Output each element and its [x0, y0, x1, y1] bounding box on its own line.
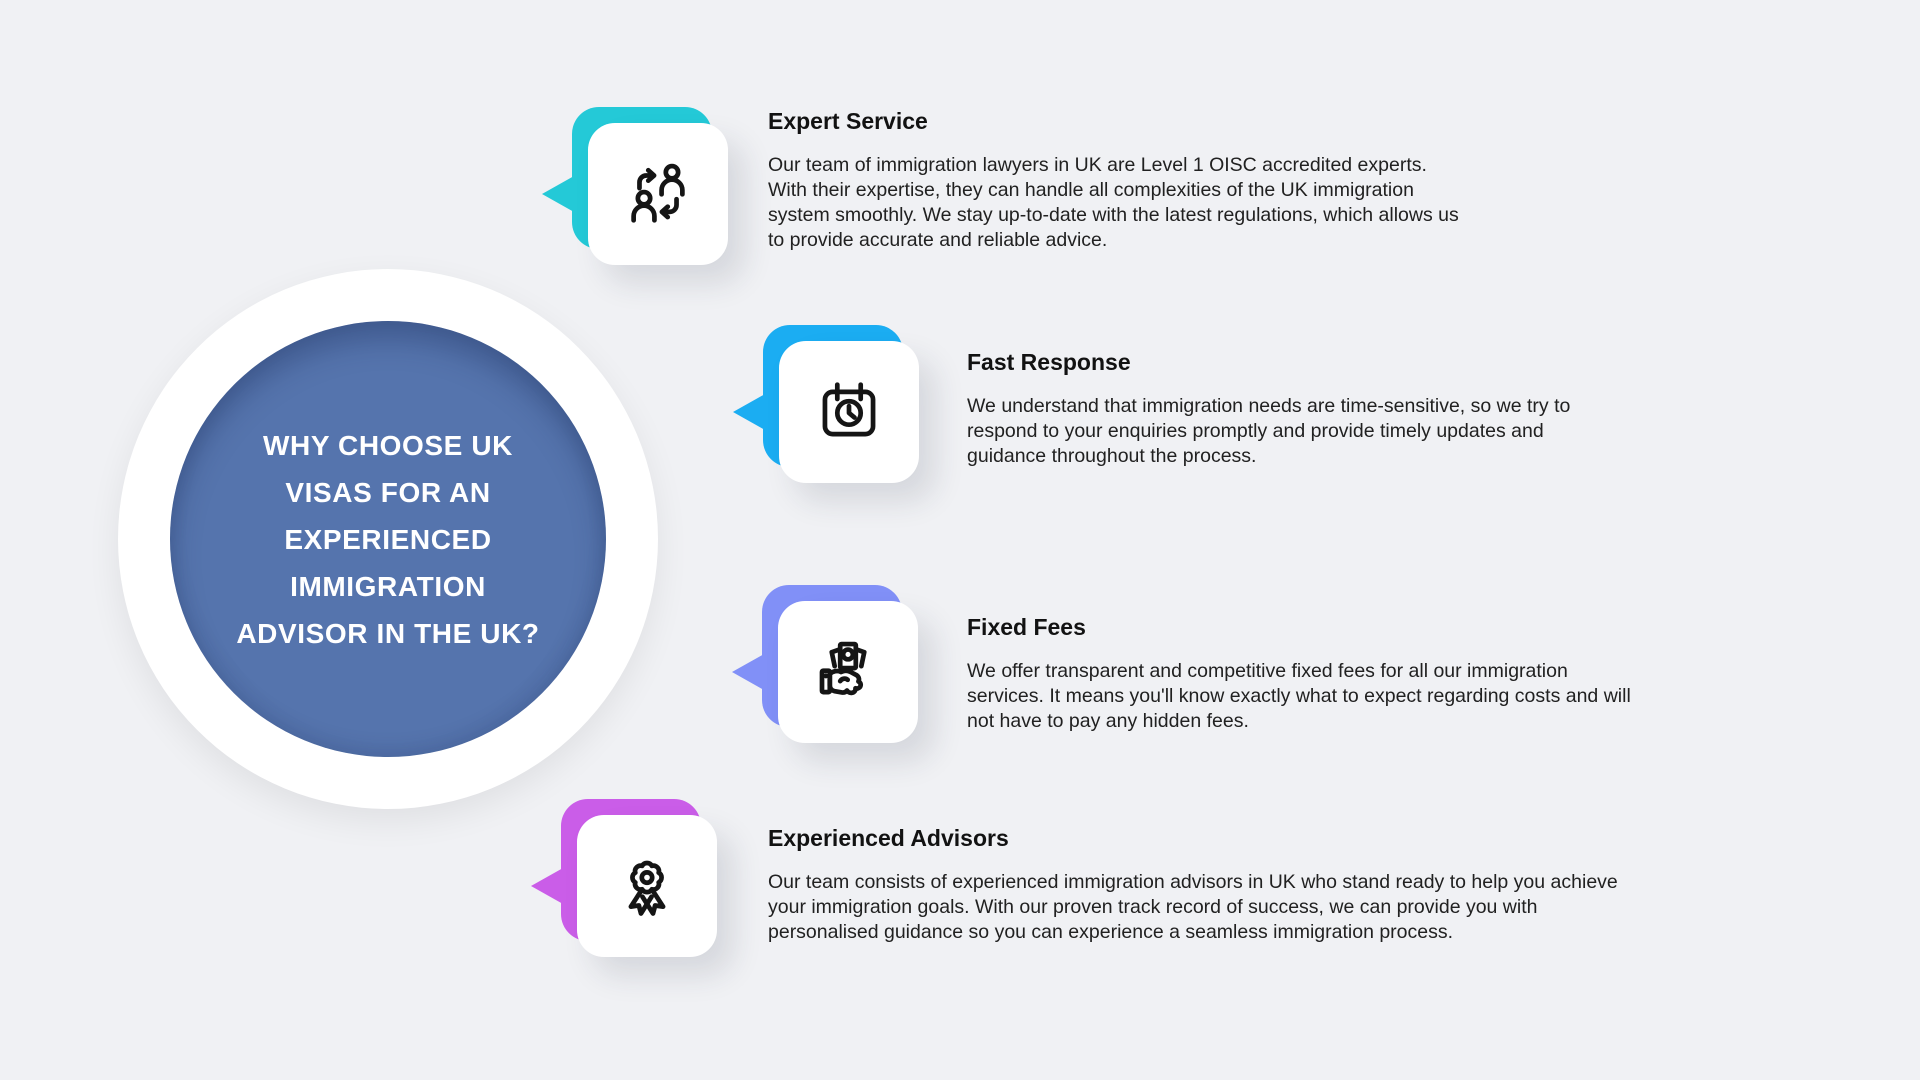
feature-badge [531, 799, 717, 957]
feature-description: Our team of immigration lawyers in UK ar… [768, 154, 1459, 251]
feature-badge [733, 325, 919, 483]
people-exchange-icon [631, 163, 685, 223]
feature-title: Fast Response [967, 349, 1131, 375]
feature-title: Experienced Advisors [768, 825, 1009, 851]
badge-pointer [542, 176, 574, 212]
badge-pointer [732, 654, 764, 690]
feature-text-block: Experienced Advisors Our team consists o… [768, 824, 1748, 945]
badge-card [779, 341, 919, 483]
badge-card [778, 601, 918, 743]
badge-pointer [531, 868, 563, 904]
feature-text-block: Fixed Fees We offer transparent and comp… [967, 613, 1920, 734]
hero-title: WHY CHOOSE UK VISAS FOR AN EXPERIENCED I… [236, 429, 540, 649]
feature-description: We understand that immigration needs are… [967, 395, 1571, 467]
feature-badge [542, 107, 728, 265]
badge-card [588, 123, 728, 265]
money-in-hand-icon [819, 641, 867, 696]
feature-text-block: Expert Service Our team of immigration l… [768, 107, 1748, 253]
badge-card [577, 815, 717, 957]
feature-text-block: Fast Response We understand that immigra… [967, 348, 1920, 469]
feature-title: Fixed Fees [967, 614, 1086, 640]
feature-description: Our team consists of experienced immigra… [768, 871, 1618, 943]
badge-pointer [733, 394, 765, 430]
award-ribbon-icon [628, 860, 666, 916]
hero-circle: WHY CHOOSE UK VISAS FOR AN EXPERIENCED I… [170, 321, 606, 757]
calendar-clock-icon [822, 382, 876, 437]
hero-circle-ring: WHY CHOOSE UK VISAS FOR AN EXPERIENCED I… [118, 269, 658, 809]
feature-title: Expert Service [768, 108, 928, 134]
feature-description: We offer transparent and competitive fix… [967, 660, 1631, 732]
feature-badge [732, 585, 918, 743]
